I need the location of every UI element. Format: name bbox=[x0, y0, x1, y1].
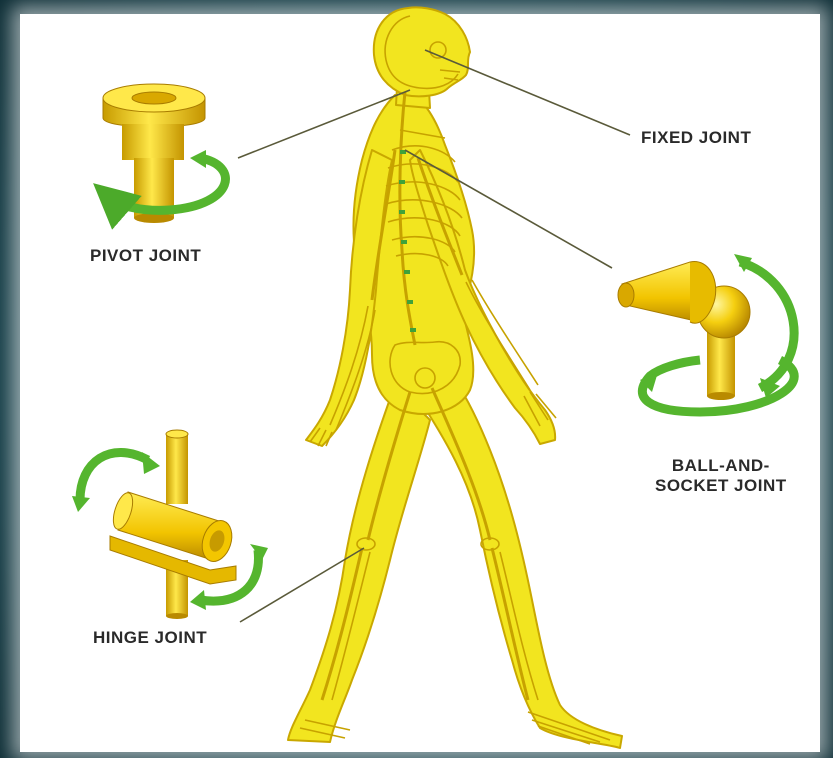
label-ball-line1: BALL-AND- bbox=[655, 456, 787, 476]
ball-and-socket-joint-icon bbox=[618, 254, 794, 412]
label-pivot-joint: PIVOT JOINT bbox=[90, 246, 201, 266]
head bbox=[374, 7, 470, 96]
label-hinge-joint: HINGE JOINT bbox=[93, 628, 207, 648]
pivot-joint-icon bbox=[103, 84, 225, 223]
leader-fixed bbox=[425, 50, 630, 135]
label-ball-line2: SOCKET JOINT bbox=[655, 476, 787, 496]
hinge-joint-icon bbox=[72, 430, 268, 619]
label-ball-and-socket-joint: BALL-AND- SOCKET JOINT bbox=[655, 456, 787, 496]
front-leg bbox=[420, 380, 622, 748]
label-fixed-joint: FIXED JOINT bbox=[641, 128, 751, 148]
